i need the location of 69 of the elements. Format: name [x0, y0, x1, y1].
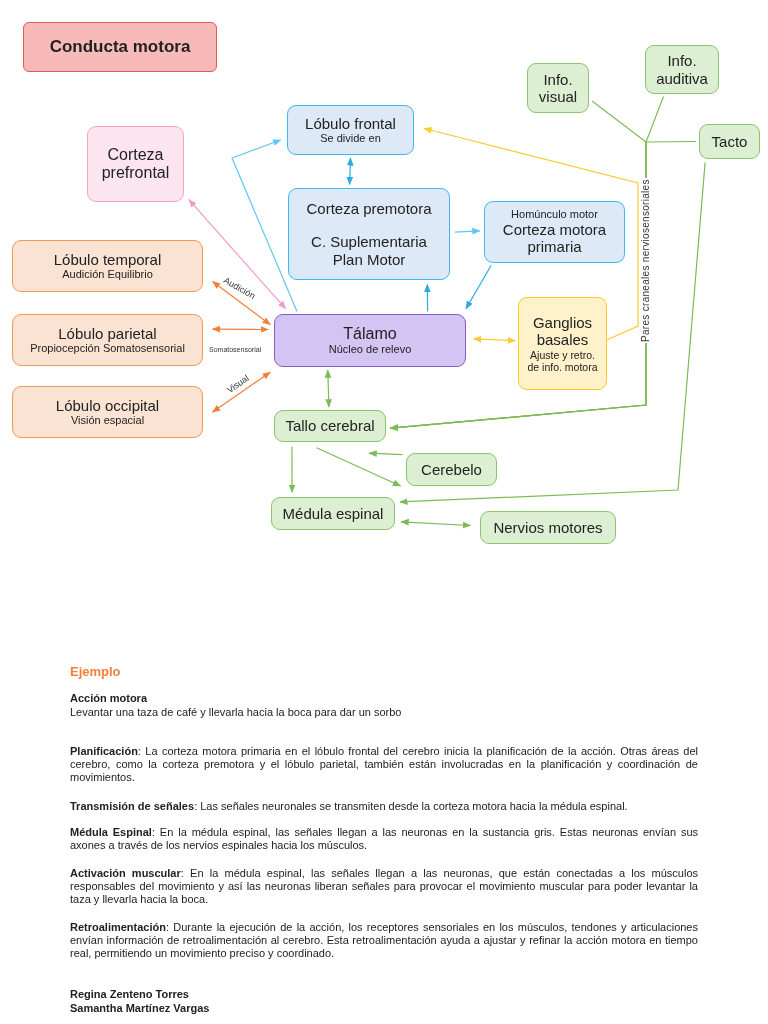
paragraph: Médula Espinal: En la médula espinal, las señales llegan a las neuronas en la sustancia gris. Estas neuronas envían sus axones a través de los nervios espinales hacia los músculos. — [70, 826, 698, 853]
node-title: Info. auditiva — [655, 52, 709, 87]
title-box: Conducta motora — [23, 22, 217, 72]
arrow — [472, 335, 517, 344]
arrow — [316, 447, 402, 487]
node-title: Corteza prefrontal — [100, 145, 171, 183]
node-title: Lóbulo occipital — [55, 397, 160, 415]
node-title: Cerebelo — [421, 460, 482, 479]
bold-text: Acción motora — [70, 692, 147, 706]
rounded-box — [406, 453, 497, 486]
node-subtitle: Visión espacial — [70, 414, 145, 427]
rounded-box — [527, 63, 589, 113]
arrow — [211, 325, 270, 333]
rounded-box — [699, 124, 760, 159]
node-title: Médula espinal — [282, 504, 384, 523]
node-subtitle: Ajuste y retro. de info. motora — [526, 348, 599, 373]
arrow — [454, 227, 481, 235]
node-title: Tallo cerebral — [285, 417, 375, 435]
arrow — [465, 264, 492, 310]
arrow — [424, 283, 431, 312]
rounded-box — [274, 314, 466, 367]
arrow — [188, 199, 287, 310]
node-title: Tálamo — [343, 325, 397, 344]
paragraph: Activación muscular: En la médula espinal, las señales llegan a las neuronas, que están conectadas a los músculos responsables del movimiento y así las neuronas liberan señales para provocar el movimiento muscular para poder levantar la taza y llevarla hacia la boca. — [70, 867, 698, 907]
node-subtitle: Se divide en — [320, 132, 381, 145]
rounded-box — [271, 497, 395, 530]
arrow — [423, 127, 639, 341]
node-subtitle: Corteza motora primaria — [501, 221, 608, 256]
node-title: Lóbulo parietal — [58, 325, 157, 343]
vertical-label: Pares craneales nerviosensoriales — [640, 178, 652, 343]
node-subtitle: Núcleo de relevo — [328, 343, 412, 356]
rounded-box — [645, 45, 719, 94]
node-title: Lóbulo temporal — [53, 251, 162, 269]
arrow — [400, 518, 472, 529]
paragraph: Planificación: La corteza motora primaria en el lóbulo frontal del cerebro inicia la planificación de la acción. Otras áreas del cerebro, como la corteza premotora y el lóbulo parietal, también están involucradas en la planificación y coordinación de movimientos. — [70, 745, 698, 785]
node-title: Corteza premotora — [306, 200, 432, 218]
rounded-box — [274, 410, 386, 442]
arrow — [346, 157, 354, 186]
bold-text: Regina Zenteno Torres — [70, 988, 189, 1002]
node-title: Lóbulo frontal — [305, 115, 396, 133]
rounded-box — [87, 126, 184, 202]
rounded-box — [484, 201, 625, 263]
arrow — [211, 281, 271, 326]
node-title: Tacto — [711, 132, 748, 151]
text-line: Levantar una taza de café y llevarla hacia la boca para dar un sorbo — [70, 706, 402, 720]
rounded-box — [518, 297, 607, 390]
paragraph: Transmisión de señales: Las señales neuronales se transmiten desde la corteza motora hacia la médula espinal. — [70, 800, 629, 814]
node-title: Info. visual — [537, 70, 579, 106]
arrow — [324, 369, 333, 408]
node-title: Nervios motores — [493, 518, 603, 537]
arrow — [399, 161, 706, 505]
rounded-box — [12, 240, 203, 292]
node-subtitle: Propiocepción Somatosensorial — [30, 342, 185, 355]
arrow — [288, 446, 296, 493]
rounded-box — [480, 511, 616, 544]
arrow — [211, 371, 271, 413]
arrow — [368, 450, 403, 457]
section-heading: Ejemplo — [70, 664, 121, 680]
rounded-box — [12, 386, 203, 438]
arrow — [231, 139, 298, 312]
rounded-box — [287, 105, 414, 155]
rounded-box — [288, 188, 450, 280]
node-title: Homúnculo motor — [511, 208, 598, 222]
node-subtitle: C. Suplementaria Plan Motor — [310, 233, 428, 268]
node-title: Ganglios basales — [531, 314, 594, 349]
rounded-box — [12, 314, 203, 366]
paragraph: Retroalimentación: Durante la ejecución de la acción, los receptores sensoriales en los músculos, tendones y articulaciones envían información de retroalimentación al cerebro. Esta retroalimentación ayuda a ajustar y refinar la acción motora en tiempo real, permitiendo un movimiento preciso y coordinado. — [70, 921, 698, 961]
node-subtitle: Audición Equilibrio — [62, 268, 153, 281]
bold-text: Samantha Martínez Vargas — [70, 1002, 210, 1016]
